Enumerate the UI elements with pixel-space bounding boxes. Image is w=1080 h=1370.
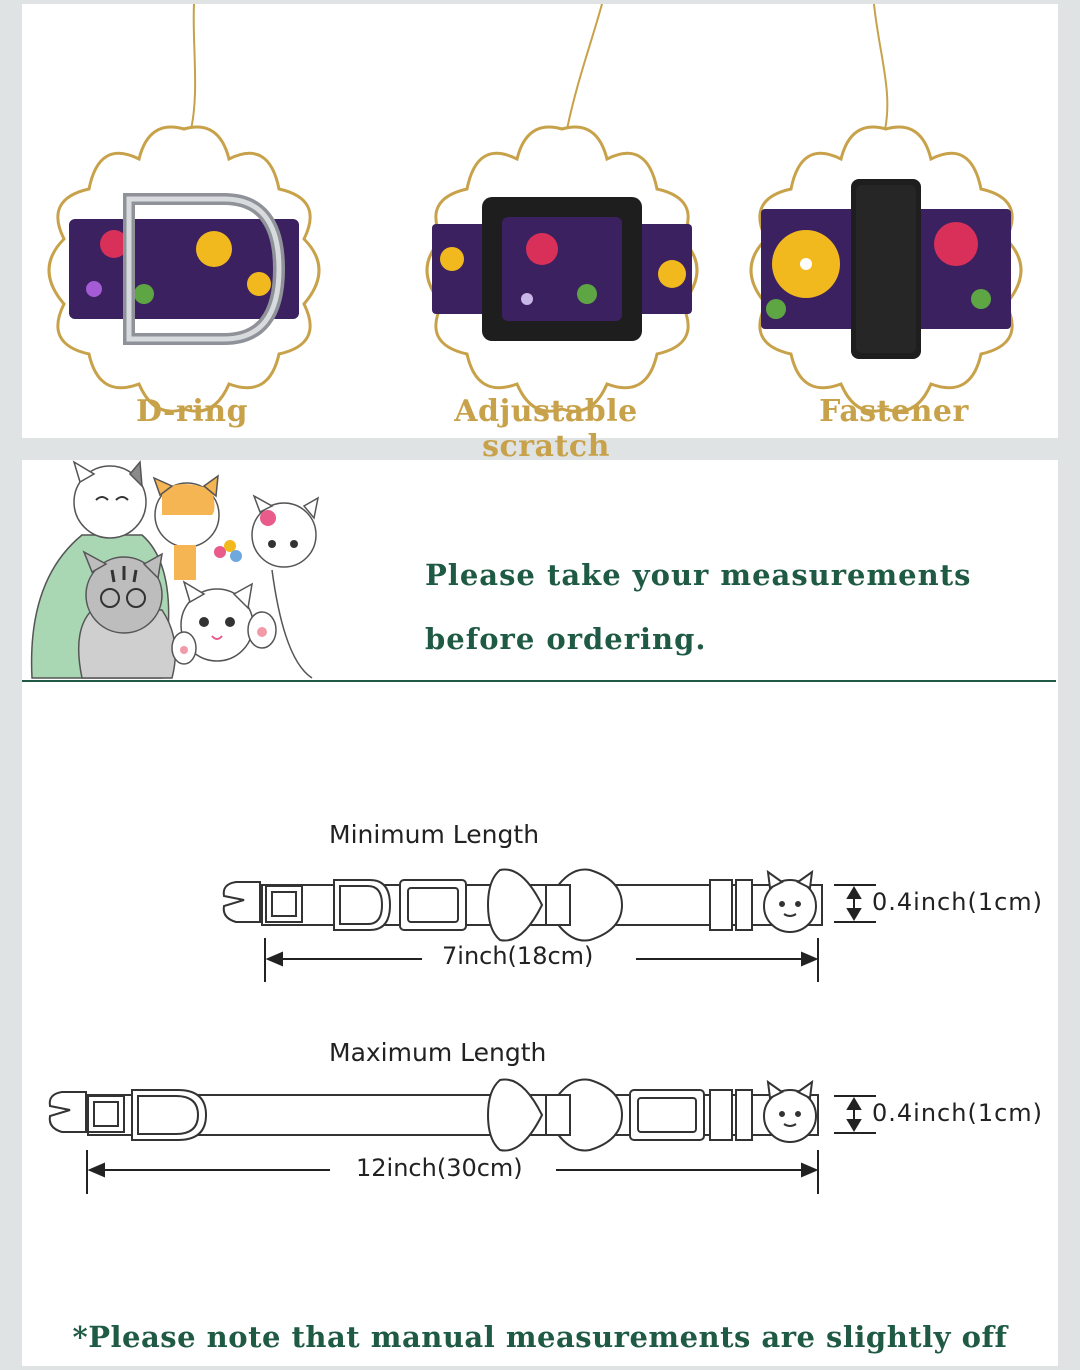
minimum-length-value: 7inch(18cm) — [442, 942, 594, 970]
feature-fastener: Fastener — [734, 4, 1054, 438]
hardware-features-panel: D-ring Adjustable scratch — [22, 4, 1058, 464]
minimum-length-title: Minimum Length — [329, 820, 540, 849]
fastener-loop-icon — [749, 4, 1023, 413]
feature-label: Fastener — [819, 394, 969, 429]
measurement-footnote: *Please note that manual measurements ar… — [72, 1320, 1008, 1354]
section-divider — [22, 680, 1056, 682]
feature-label: Adjustable scratch — [454, 394, 638, 464]
cartoon-cats-illustration — [30, 460, 320, 679]
feature-label: D-ring — [135, 394, 248, 429]
feature-adjustable-slide: Adjustable scratch — [386, 4, 706, 464]
maximum-width-value: 0.4inch(1cm) — [872, 1099, 1044, 1127]
maximum-collar-drawing — [48, 1078, 819, 1152]
measurement-notice-line-1: Please take your measurements — [425, 558, 972, 592]
measurement-guide-panel: Please take your measurements before ord… — [22, 460, 1058, 1366]
minimum-width-value: 0.4inch(1cm) — [872, 888, 1044, 916]
maximum-length-title: Maximum Length — [329, 1038, 547, 1067]
maximum-length-value: 12inch(30cm) — [356, 1154, 523, 1182]
slide-buckle-icon — [425, 4, 699, 413]
collar-size-diagrams — [48, 868, 876, 1194]
d-ring-icon — [47, 4, 321, 413]
feature-d-ring: D-ring — [32, 4, 352, 438]
minimum-collar-drawing — [222, 868, 823, 942]
measurement-notice-line-2: before ordering. — [425, 622, 707, 656]
